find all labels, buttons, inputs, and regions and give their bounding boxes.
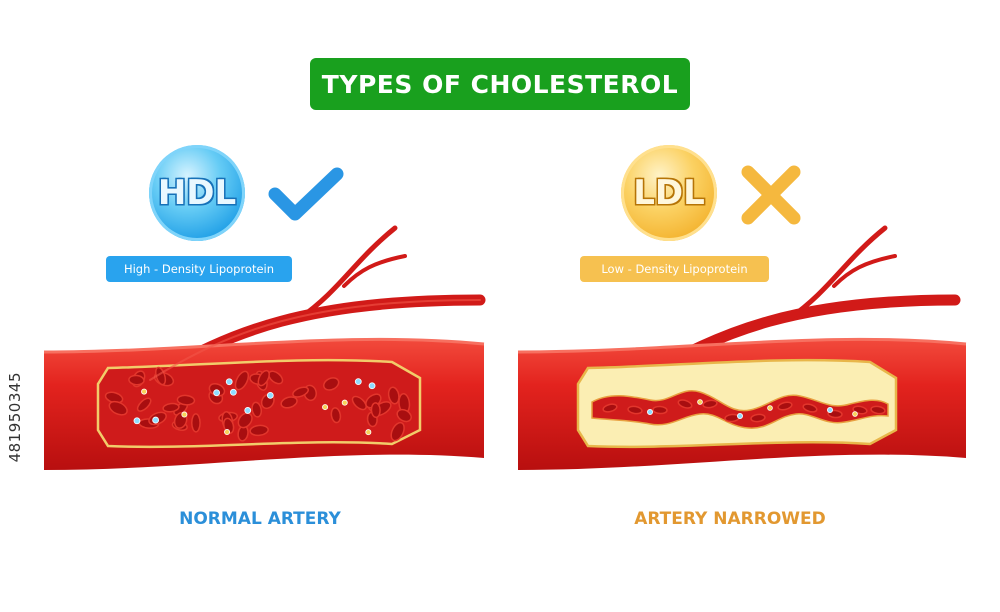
red-blood-cell	[602, 403, 618, 413]
red-blood-cell	[249, 424, 269, 437]
red-blood-cell	[351, 395, 367, 411]
ldl-particle	[322, 404, 329, 411]
ldl-particle	[141, 388, 148, 395]
hdl-particle	[646, 408, 653, 415]
red-blood-cell	[191, 413, 201, 433]
check-mark-icon	[268, 167, 344, 221]
image-id-watermark: 481950345	[6, 372, 24, 463]
red-blood-cell	[237, 412, 253, 429]
hdl-particle	[266, 391, 274, 399]
red-blood-cell	[870, 405, 886, 415]
hdl-full-name: High - Density Lipoprotein	[123, 262, 275, 276]
narrowed-artery-illustration	[517, 225, 967, 470]
red-blood-cell	[396, 408, 412, 423]
red-blood-cell	[677, 399, 693, 409]
cross-mark-icon	[741, 165, 801, 225]
normal-artery-illustration	[43, 225, 486, 470]
red-blood-cell	[234, 370, 250, 391]
hdl-particle	[354, 378, 362, 385]
red-blood-cell	[330, 407, 342, 424]
ldl-full-name: Low - Density Lipoprotein	[601, 262, 748, 276]
ldl-particle	[181, 411, 188, 418]
narrowed-artery-caption: ARTERY NARROWED	[634, 509, 826, 529]
red-blood-cell	[128, 374, 145, 386]
hdl-particle	[826, 406, 833, 413]
hdl-particle	[133, 417, 141, 425]
ldl-particle	[341, 399, 348, 406]
red-blood-cell	[652, 405, 668, 415]
ldl-particle	[365, 429, 372, 436]
page-title: TYPES OF CHOLESTEROL	[321, 69, 679, 99]
hdl-particle	[213, 389, 221, 397]
ldl-full-name-pill: Low - Density Lipoprotein	[580, 256, 769, 282]
title-banner: TYPES OF CHOLESTEROL	[310, 58, 690, 110]
red-blood-cell	[292, 386, 309, 398]
ldl-particle	[697, 399, 703, 405]
red-blood-cell	[280, 396, 298, 409]
red-blood-cell	[370, 402, 381, 419]
ldl-badge: LDL	[621, 145, 717, 241]
red-blood-cell	[108, 400, 128, 416]
hdl-particle	[368, 382, 376, 390]
hdl-badge-label: HDL	[157, 173, 237, 213]
red-blood-cell	[323, 377, 340, 391]
ldl-particle	[852, 411, 858, 417]
red-blood-cell	[627, 405, 643, 415]
normal-artery-caption: NORMAL ARTERY	[179, 509, 341, 529]
red-blood-cell	[390, 421, 405, 442]
hdl-particle	[152, 416, 160, 424]
ldl-particle	[767, 405, 773, 411]
red-blood-cell	[777, 401, 793, 411]
red-blood-cell	[702, 399, 718, 409]
red-blood-cell	[162, 402, 180, 413]
red-blood-cell	[802, 403, 818, 413]
hdl-badge: HDL	[149, 145, 245, 241]
red-blood-cell	[750, 413, 766, 423]
red-blood-cell	[251, 401, 263, 418]
hdl-particle	[244, 407, 252, 414]
hdl-full-name-pill: High - Density Lipoprotein	[106, 256, 292, 282]
red-blood-cell	[136, 397, 152, 412]
ldl-badge-label: LDL	[633, 173, 705, 213]
hdl-particle	[229, 388, 237, 396]
ldl-particle	[224, 429, 231, 436]
hdl-particle	[225, 378, 233, 386]
red-blood-cell	[387, 386, 400, 405]
hdl-particle	[736, 412, 743, 419]
red-blood-cell	[176, 394, 196, 406]
red-blood-cell	[257, 369, 270, 387]
